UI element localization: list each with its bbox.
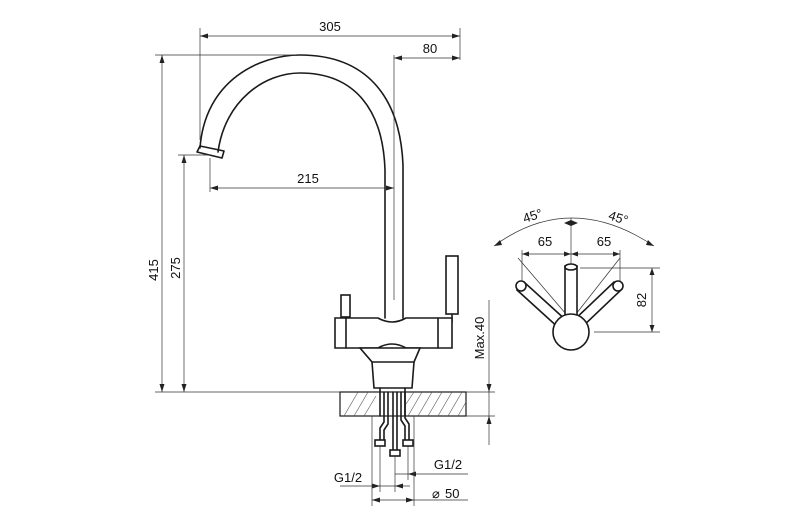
handle-hub bbox=[552, 313, 590, 351]
right-handle bbox=[445, 255, 459, 315]
offset-label-left: 65 bbox=[538, 234, 552, 249]
angle-arc bbox=[493, 217, 655, 247]
dimension-415: 415 bbox=[146, 54, 340, 393]
offset-label-right: 65 bbox=[597, 234, 611, 249]
dimension-305: 305 bbox=[199, 19, 461, 140]
dim-label-g12-right: G1/2 bbox=[434, 457, 462, 472]
dim-label-305: 305 bbox=[319, 19, 341, 34]
dim-label-g12-left: G1/2 bbox=[334, 470, 362, 485]
dim-label-275: 275 bbox=[168, 257, 183, 279]
dim-label-max40: Max.40 bbox=[472, 317, 487, 360]
dimension-g12: G1/2 G1/2 bbox=[334, 446, 468, 492]
supply-hoses bbox=[374, 391, 414, 457]
valve-body bbox=[334, 317, 453, 349]
angle-label-right: 45° bbox=[607, 208, 630, 228]
handle-height-label: 82 bbox=[634, 293, 649, 307]
dim-label-80: 80 bbox=[423, 41, 437, 56]
left-filter-lever bbox=[340, 294, 351, 318]
dimension-80: 80 bbox=[393, 41, 460, 300]
body-cone bbox=[358, 347, 422, 389]
faucet-front-view bbox=[196, 54, 467, 457]
handle-center-vertical bbox=[564, 263, 578, 323]
dimension-275: 275 bbox=[168, 154, 210, 392]
dimension-215: 215 bbox=[209, 158, 394, 192]
spout-outer-curve bbox=[199, 54, 404, 319]
dim-label-415: 415 bbox=[146, 259, 161, 281]
spout-tip bbox=[196, 145, 225, 159]
dimension-diameter-50: ⌀ 50 bbox=[371, 416, 468, 506]
handle-side-view: 45° 45° 65 65 82 bbox=[493, 206, 660, 351]
countertop-hatching bbox=[343, 391, 467, 417]
dim-label-50: 50 bbox=[445, 486, 459, 501]
spout-inner-curve bbox=[217, 72, 386, 319]
dimension-max40: Max.40 bbox=[466, 300, 495, 445]
diameter-symbol: ⌀ bbox=[432, 486, 440, 501]
countertop-section bbox=[339, 391, 467, 417]
dim-label-215: 215 bbox=[297, 171, 319, 186]
angle-label-left: 45° bbox=[521, 206, 544, 226]
